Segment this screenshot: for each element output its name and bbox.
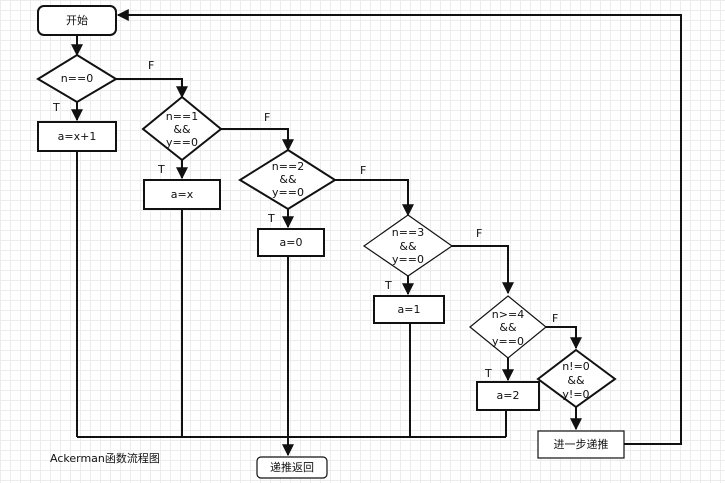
decision-n-ne-0: n!=0 && y!=0: [536, 348, 617, 409]
decision-line-3: y==0: [392, 253, 424, 266]
start-label: 开始: [66, 13, 88, 27]
decision-n-eq-2: n==2 && y==0: [238, 148, 337, 211]
process-a-2: [476, 381, 540, 411]
label-t-d5: T: [484, 367, 492, 380]
edge-labels: F T F T F T F T F T: [52, 59, 558, 380]
decision-n-ge-4: n>=4 && y==0: [469, 295, 547, 359]
decision-line-1: n==2: [272, 160, 304, 173]
label-t-d1: T: [52, 101, 60, 114]
label-f-d3: F: [360, 164, 366, 177]
process-recurse: [537, 430, 625, 459]
connectors: [71, 9, 682, 457]
decision-n-eq-3: n==3 && y==0: [362, 214, 454, 277]
decision-line-2: &&: [173, 123, 191, 136]
edge-d2-false: [221, 128, 294, 152]
diagram-caption: Ackerman函数流程图: [50, 451, 160, 465]
label-t-d3: T: [267, 212, 275, 225]
process-a-2-label: a=2: [497, 389, 520, 402]
decision-line-1: n!=0: [562, 360, 590, 373]
label-t-d4: T: [384, 279, 392, 292]
process-a-0: [257, 228, 325, 257]
decision-line-1: n==3: [392, 226, 424, 239]
end-node: [256, 456, 328, 479]
decision-n-eq-0-line: n==0: [61, 72, 93, 85]
decision-line-3: y==0: [492, 335, 524, 348]
process-a-0-label: a=0: [280, 236, 303, 249]
decision-line-2: &&: [567, 374, 585, 387]
edge-d3-false: [335, 179, 414, 217]
label-f-d2: F: [264, 111, 270, 124]
label-t-d2: T: [157, 163, 165, 176]
edge-d5-false: [546, 326, 582, 350]
process-a-1-label: a=1: [398, 303, 421, 316]
end-label: 递推返回: [270, 460, 314, 474]
decision-line-2: &&: [399, 240, 417, 253]
label-f-d1: F: [148, 59, 154, 72]
process-a-x-plus-1-label: a=x+1: [58, 130, 97, 143]
process-recurse-label: 进一步递推: [554, 437, 609, 451]
start-node: 开始: [37, 5, 117, 36]
decision-line-3: y!=0: [562, 388, 589, 401]
decision-n-eq-0: n==0: [36, 53, 118, 104]
decision-line-1: n==1: [166, 110, 198, 123]
decision-line-1: n>=4: [492, 308, 524, 321]
label-f-d4: F: [476, 227, 482, 240]
process-a-1: [373, 295, 445, 324]
decision-n-eq-1: n==1 && y==0: [141, 95, 223, 162]
process-a-x: [143, 179, 221, 210]
edge-d4-false: [452, 245, 514, 295]
edge-d1-false: [116, 78, 188, 99]
process-a-x-label: a=x: [171, 188, 194, 201]
decision-line-3: y==0: [166, 136, 198, 149]
label-f-d5: F: [552, 312, 558, 325]
decision-line-2: &&: [279, 173, 297, 186]
process-a-x-plus-1: [37, 121, 117, 152]
decision-line-3: y==0: [272, 186, 304, 199]
decision-line-2: &&: [499, 321, 517, 334]
edge-recurse-loop: [116, 9, 682, 445]
